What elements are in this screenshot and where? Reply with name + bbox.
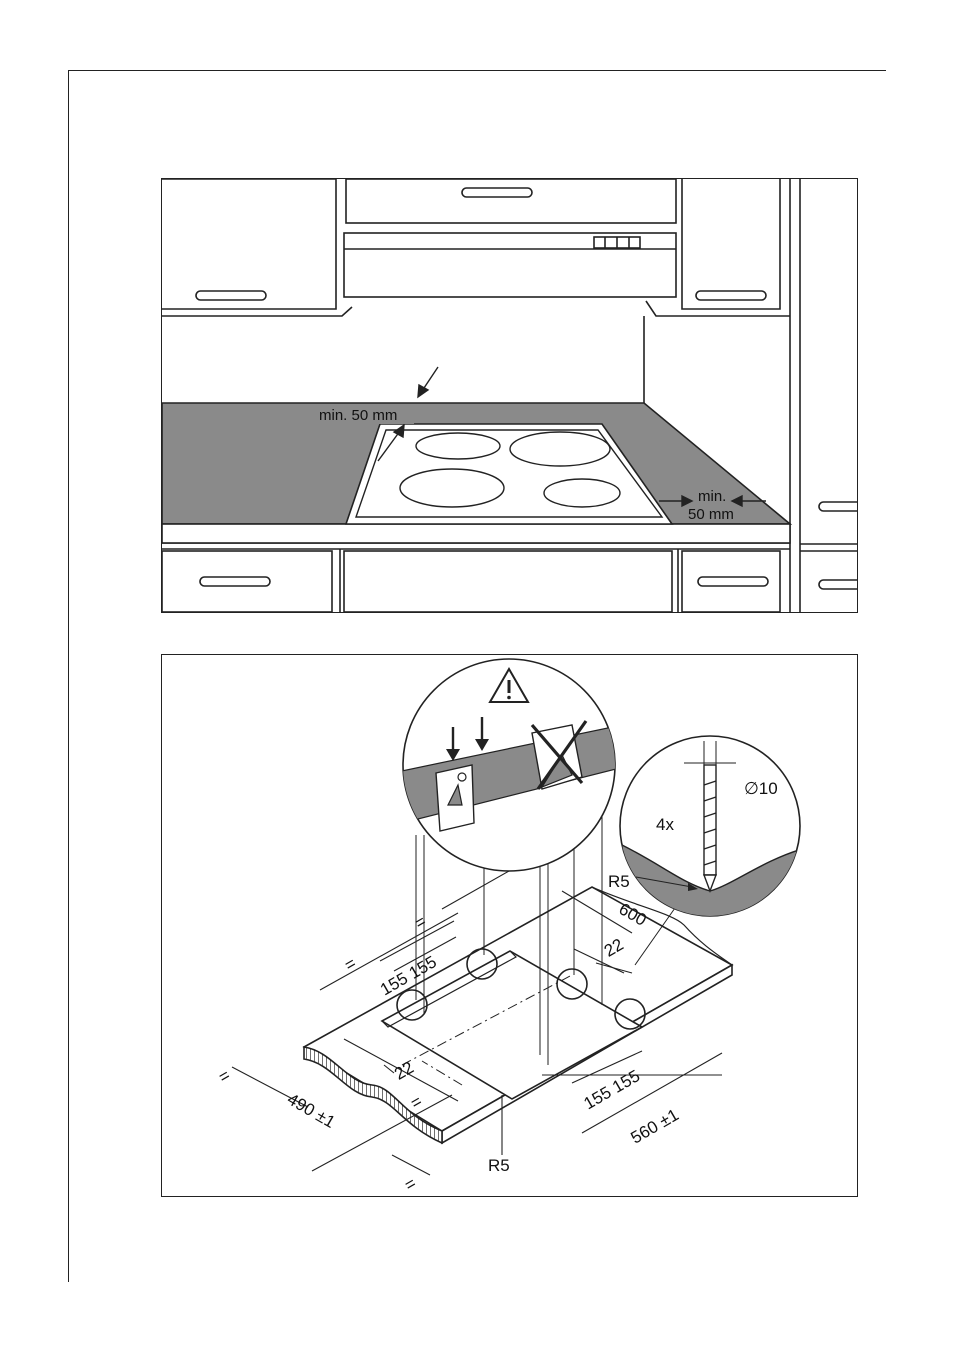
page-left-rule — [68, 70, 69, 1282]
clearance-side-label-line1: min. — [698, 488, 726, 505]
equal-mark-bottom: = — [401, 1173, 419, 1194]
cooking-zone-front-left — [400, 469, 504, 507]
clip-spacing-front-label: 155 155 — [581, 1066, 644, 1113]
cutout-dimensions-figure: 4x ∅10 R5 R5 600 560 ±1 490 ±1 155 155 1… — [161, 654, 858, 1197]
handle-tall-lower — [819, 580, 857, 589]
page-top-rule — [68, 70, 886, 71]
upper-cabinet-left — [162, 179, 336, 309]
handle-base-left — [200, 577, 270, 586]
cooking-zone-front-right — [544, 479, 620, 507]
hole-diameter-label: ∅10 — [744, 779, 778, 798]
cooker-hood — [344, 233, 676, 297]
handle-hood — [462, 188, 532, 197]
cooking-zone-back-right — [510, 432, 610, 466]
corner-radius-detail-label: R5 — [608, 872, 630, 891]
handle-base-right — [698, 577, 768, 586]
handle-upper-left — [196, 291, 266, 300]
handle-upper-right — [696, 291, 766, 300]
clearance-side-label-line2: 50 mm — [688, 506, 734, 523]
cutout-depth-label: 490 ±1 — [284, 1090, 338, 1132]
clearance-back-label: min. 50 mm — [319, 407, 397, 424]
cutout-dimensions-drawing: 4x ∅10 R5 R5 600 560 ±1 490 ±1 155 155 1… — [162, 655, 857, 1196]
kitchen-clearance-drawing: min. 50 mm min. 50 mm — [162, 179, 857, 612]
hood-cabinet — [346, 179, 676, 223]
cutout-width-label: 560 ±1 — [628, 1105, 682, 1147]
upper-cabinet-right — [682, 179, 780, 309]
equal-mark-left: = — [341, 953, 359, 974]
equal-mark-front-left: = — [215, 1065, 233, 1086]
screw-count-label: 4x — [656, 815, 674, 834]
kitchen-clearance-figure: min. 50 mm min. 50 mm — [161, 178, 858, 613]
equal-mark-top: = — [411, 911, 429, 932]
cooking-zone-back-left — [416, 433, 500, 459]
corner-radius-label: R5 — [488, 1156, 510, 1175]
handle-tall-upper — [819, 502, 857, 511]
